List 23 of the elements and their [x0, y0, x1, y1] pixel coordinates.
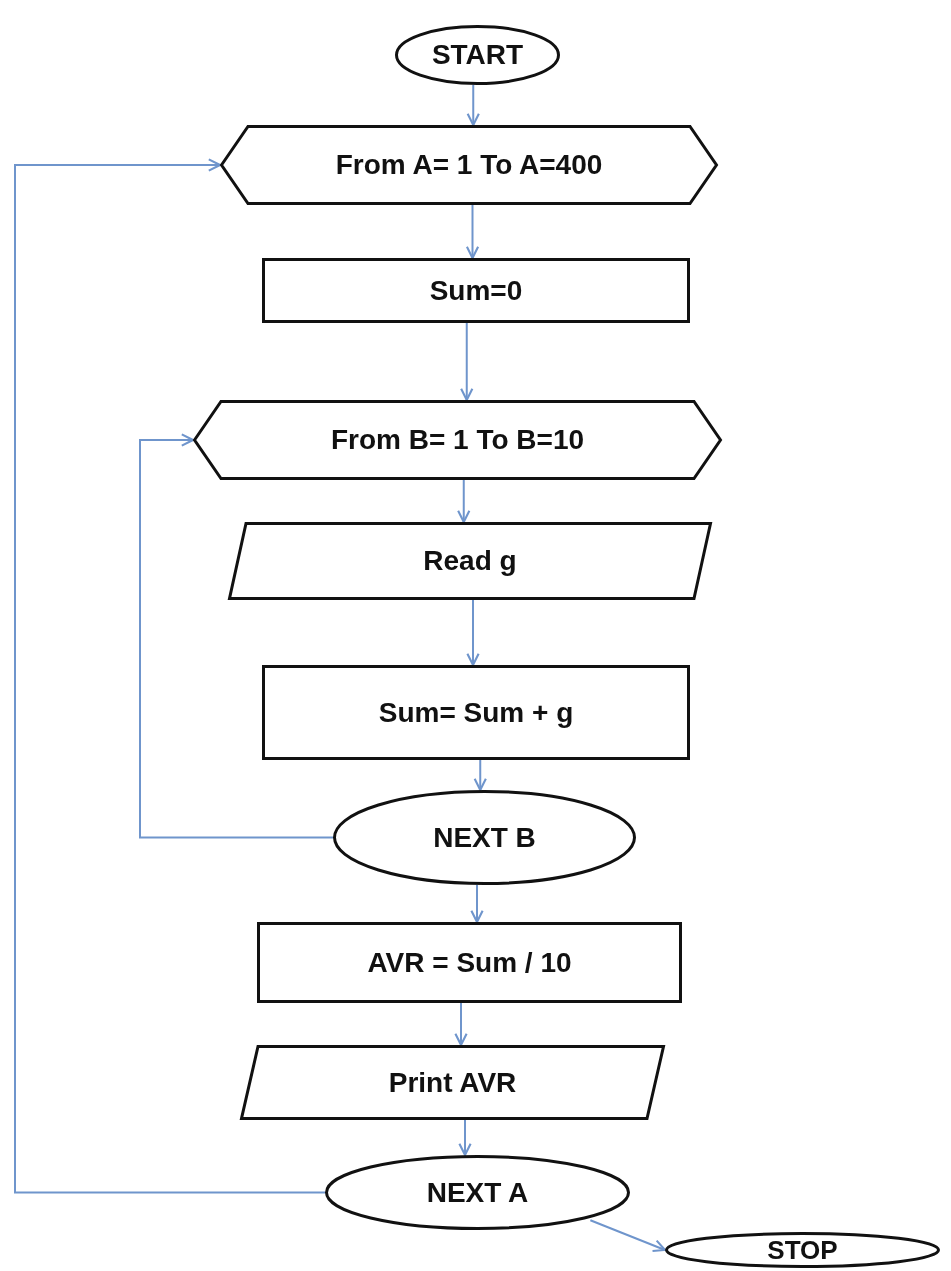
step-text: Sum= Sum + g [378, 696, 574, 729]
arrow [460, 322, 474, 402]
arrow [454, 1002, 468, 1047]
step-text: START [431, 39, 524, 71]
arrow [465, 204, 480, 260]
arrow [473, 759, 487, 792]
arrow [466, 84, 480, 127]
step-text: Print AVR [388, 1066, 517, 1099]
arrow [457, 479, 471, 524]
step-text: Sum=0 [429, 274, 523, 307]
step-text: NEXT A [426, 1176, 529, 1209]
arrow [589, 1219, 667, 1253]
step-text: From B= 1 To B=10 [330, 424, 585, 456]
arrow [470, 884, 484, 924]
arrow [14, 158, 326, 1194]
step-text: STOP [767, 1234, 838, 1266]
step-text: AVR = Sum / 10 [367, 946, 572, 979]
arrow [466, 599, 480, 667]
arrow [458, 1119, 472, 1157]
step-text: Read g [423, 545, 517, 577]
step-text: From A= 1 To A=400 [335, 149, 603, 181]
arrow [139, 433, 334, 839]
step-text: NEXT B [433, 821, 536, 854]
